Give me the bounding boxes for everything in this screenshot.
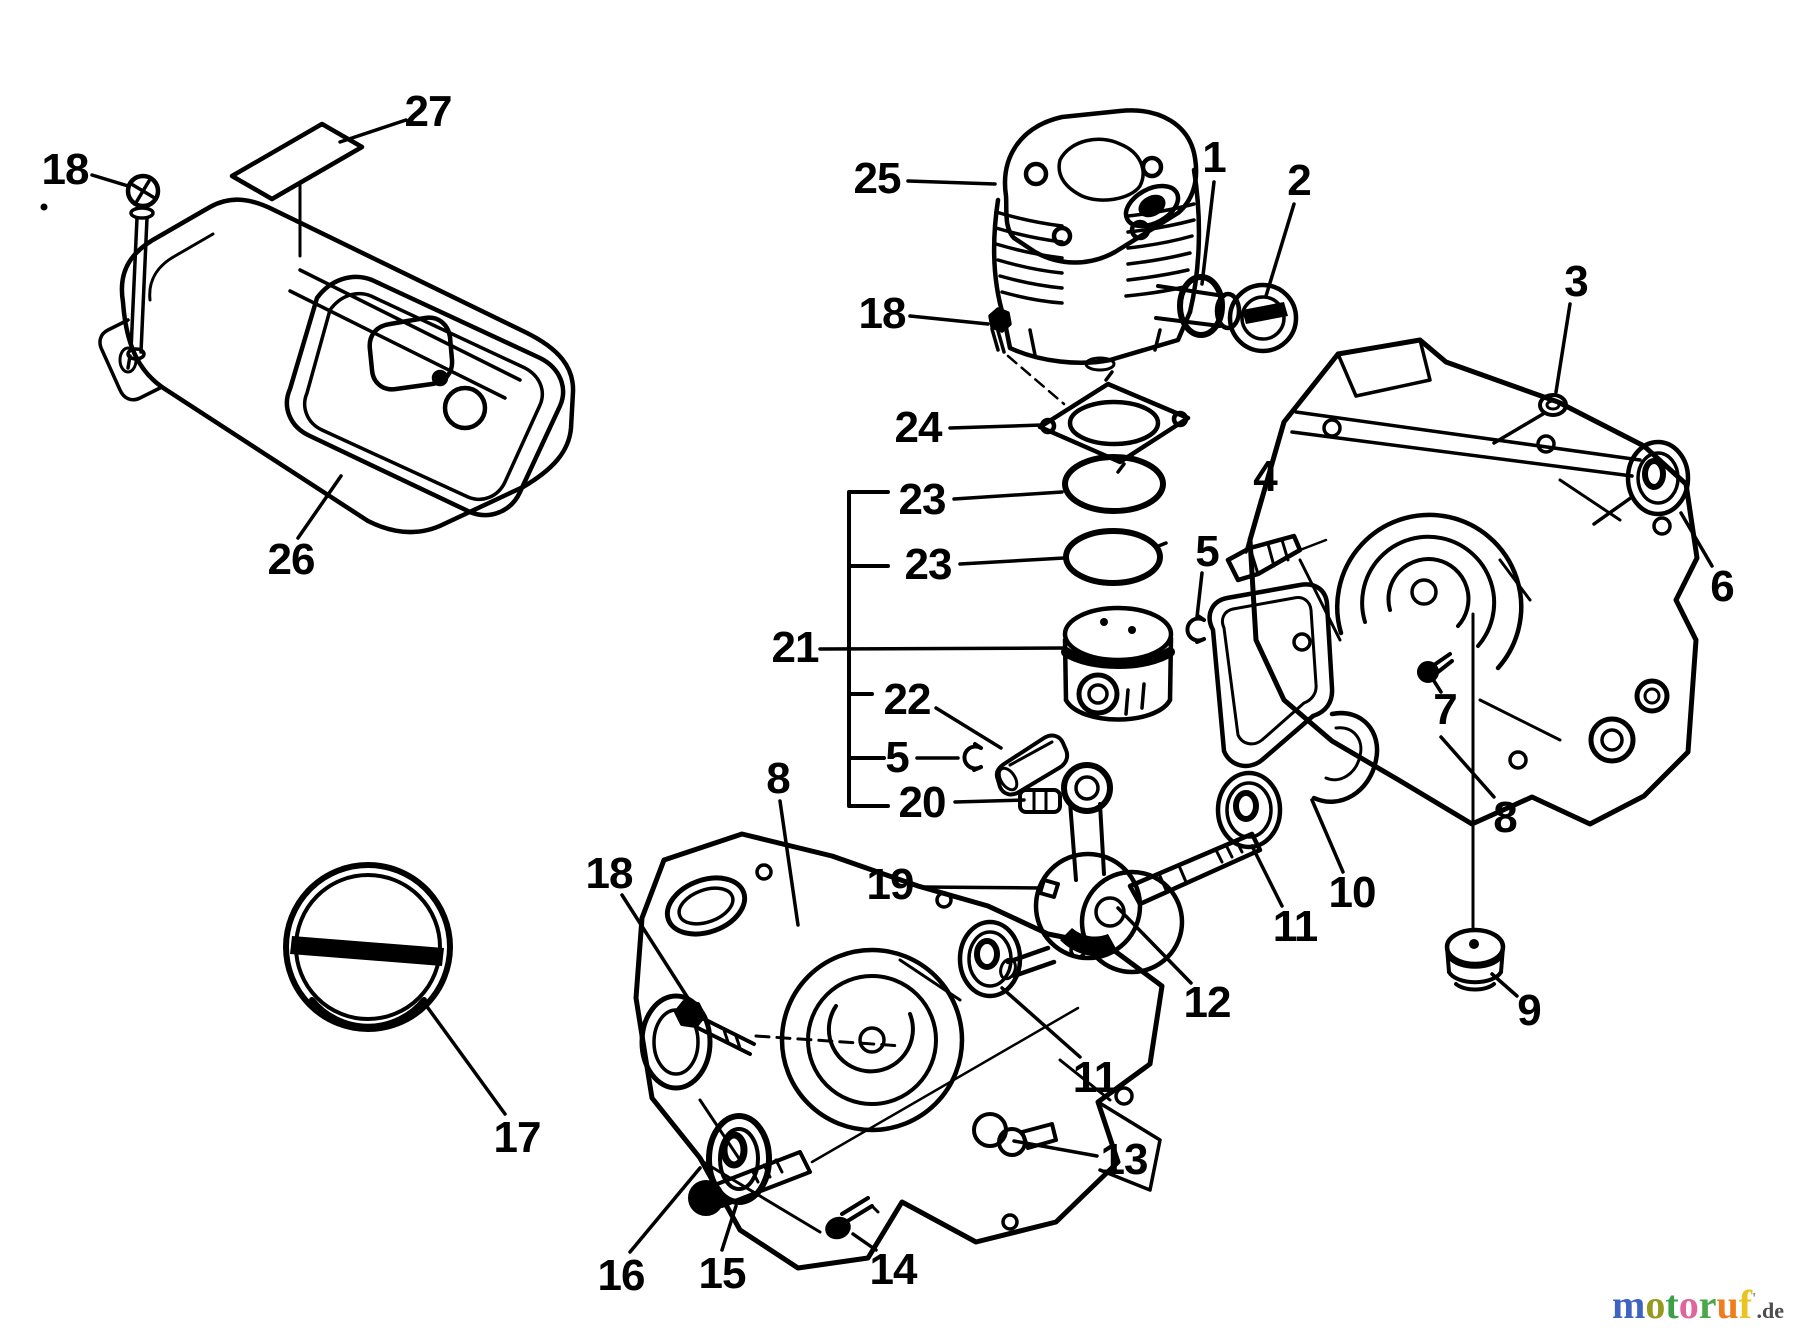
part-gasket-10: [1207, 582, 1380, 804]
part-cylinder-25: [991, 108, 1242, 372]
motoruf-logo: motoruf'.de: [1612, 1285, 1784, 1325]
part-plug-9: [1444, 612, 1506, 992]
leader-line-3-7: [1492, 412, 1545, 445]
part-label-plate-27: [229, 121, 365, 258]
leader-line-27-0: [338, 118, 408, 144]
logo-letter-6: f: [1738, 1282, 1753, 1327]
logo-letter-5: u: [1716, 1282, 1739, 1327]
leader-line-18-4: [908, 314, 990, 326]
part-ring-3: [1538, 393, 1568, 417]
part-piston-ring-23a: [1062, 454, 1166, 514]
leader-line-12-23: [1116, 906, 1193, 985]
part-bolt-15: [688, 1006, 1080, 1216]
leader-line-18-1: [90, 173, 130, 188]
leader-line-8-20: [1439, 735, 1496, 799]
leader-line-11-24: [1000, 986, 1082, 1059]
part-screw-18-bottom: [674, 1000, 756, 1056]
leader-line-19-27: [917, 885, 1043, 890]
leader-line-20-14: [953, 798, 1026, 804]
logo-letter-2: t: [1665, 1282, 1679, 1327]
part-crankcase-right-8: [1247, 337, 1700, 827]
leader-line-14-31: [851, 1232, 878, 1252]
part-screw-18-top: [40, 173, 161, 370]
part-circlip-5-left: [962, 742, 983, 772]
part-plug-17: [283, 862, 453, 1032]
leader-line-16-29: [628, 1166, 702, 1254]
leader-line-23-9: [952, 490, 1064, 501]
leader-line-15-30: [720, 1204, 738, 1252]
part-screw-18-cylinder: [988, 307, 1066, 406]
part-piston-21: [1061, 605, 1175, 722]
leader-line-6-18: [1679, 511, 1714, 568]
part-key-19: [1038, 878, 1060, 899]
leader-lines: [90, 118, 1714, 1254]
motoruf-logo-suffix: .de: [1756, 1298, 1785, 1323]
part-bolt-4: [1225, 533, 1328, 583]
leader-line-4-16: [1244, 497, 1263, 554]
leader-line-23-10: [958, 556, 1066, 566]
leader-line-25-3: [906, 179, 997, 186]
leader-line-3-7: [1554, 302, 1572, 394]
leader-line-8-15: [778, 799, 800, 927]
part-nut-20: [1018, 788, 1062, 814]
part-piston-ring-23b: [1063, 528, 1168, 586]
motoruf-logo-word: motoruf: [1612, 1282, 1752, 1327]
part-oiler-13: [972, 1112, 1058, 1157]
part-pin-7: [1417, 652, 1454, 683]
leader-line-9-26: [1490, 972, 1519, 998]
leader-line-22-12: [934, 706, 1003, 750]
leader-line-11-22: [1250, 844, 1284, 908]
part-crankcase-left-8: [633, 831, 1165, 1271]
part-gasket-24: [1037, 370, 1191, 474]
part-wrist-pin-22: [994, 733, 1070, 797]
part-oring-1: [1177, 274, 1225, 338]
part-bearing-11-left: [957, 919, 1023, 999]
leader-line-18-32: [620, 893, 695, 1008]
logo-letter-4: r: [1698, 1282, 1717, 1327]
leader-line-2-6: [1264, 202, 1296, 298]
part-screw-14: [825, 1196, 880, 1240]
leader-line-13-25: [1012, 1139, 1099, 1158]
logo-letter-1: o: [1645, 1282, 1666, 1327]
leader-line-7-19: [1432, 679, 1443, 694]
part-cylinder-cover-26: [98, 197, 576, 535]
part-plug-2: [1227, 282, 1299, 354]
logo-letter-3: o: [1678, 1282, 1699, 1327]
motoruf-logo-tick: ': [1752, 1290, 1757, 1308]
leader-line-26-2: [296, 474, 343, 540]
leader-line-1-5: [1200, 180, 1216, 286]
part-circlip-5-right: [1185, 614, 1206, 644]
logo-letter-0: m: [1612, 1282, 1646, 1327]
leader-line-5-17: [1195, 571, 1204, 619]
part-seal-16: [706, 1113, 772, 1205]
leader-line-21-11: [818, 646, 1068, 651]
leader-line-10-21: [1310, 798, 1345, 874]
part-seal-6: [1592, 439, 1691, 526]
leader-line-24-8: [948, 423, 1044, 430]
part-bearing-11-right: [1215, 770, 1283, 850]
leader-line-17-28: [426, 1006, 507, 1116]
